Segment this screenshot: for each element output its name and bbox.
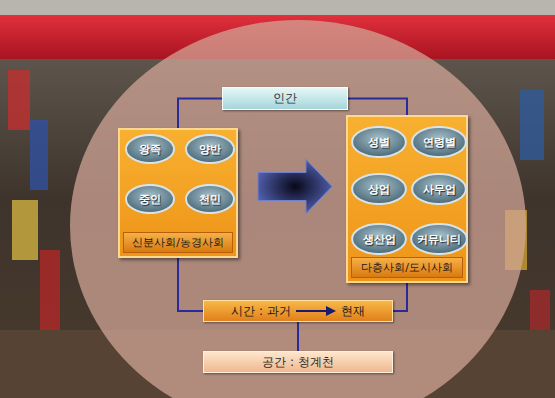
oval-label: 천민	[199, 192, 221, 207]
oval-label: 생산업	[363, 232, 396, 247]
oval-label: 사무업	[423, 182, 456, 197]
connector-line	[178, 258, 203, 311]
frame-ellipse	[70, 20, 526, 398]
oval-outline	[352, 174, 406, 204]
band-content: 시간 : 과거 현재	[231, 303, 365, 320]
band-content: 공간 : 청계천	[262, 354, 334, 371]
transition-arrow	[258, 160, 332, 214]
class-oval: 중인	[125, 184, 175, 214]
oval-outline	[411, 224, 467, 254]
panel-label-band: 신분사회/농경사회	[123, 232, 233, 253]
oval-outline	[352, 224, 406, 254]
group-oval: 성별	[351, 126, 407, 158]
oval-outline	[126, 185, 174, 213]
oval-outline	[186, 185, 234, 213]
oval-label: 커뮤니티	[417, 232, 461, 247]
society-panel: 다층사회/도시사회 성별 연령별상업 사무업생산업 커뮤니티	[346, 115, 468, 283]
photo-sky	[0, 0, 555, 15]
oval-label: 양반	[199, 142, 221, 157]
connector-line	[393, 283, 407, 311]
class-oval: 천민	[185, 184, 235, 214]
band-label: 공간 : 청계천	[262, 354, 334, 371]
space-band: 공간 : 청계천	[203, 351, 393, 373]
time-arrow	[296, 306, 336, 316]
time-arrow-head	[326, 306, 336, 316]
oval-label: 연령별	[423, 135, 456, 150]
oval-label: 상업	[368, 182, 390, 197]
group-oval: 상업	[351, 173, 407, 205]
oval-label: 중인	[139, 192, 161, 207]
connector-line	[178, 99, 222, 129]
panel-label: 다층사회/도시사회	[361, 260, 453, 275]
group-oval: 생산업	[351, 223, 407, 255]
oval-outline	[412, 174, 466, 204]
oval-outline	[412, 127, 466, 157]
group-oval: 연령별	[411, 126, 467, 158]
band-label: 인간	[273, 90, 297, 107]
time-band: 시간 : 과거 현재	[203, 300, 393, 322]
concept-band: 인간	[222, 87, 348, 110]
group-oval: 커뮤니티	[410, 223, 468, 255]
oval-outline	[352, 127, 406, 157]
time-arrow-shaft	[296, 310, 328, 312]
connector-line	[297, 322, 299, 351]
society-panel: 신분사회/농경사회 왕족 양반중인 천민	[118, 128, 238, 258]
band-label: 현재	[341, 303, 365, 320]
band-content: 인간	[273, 90, 297, 107]
class-oval: 양반	[185, 134, 235, 164]
oval-outline	[126, 135, 174, 163]
oval-label: 성별	[368, 135, 390, 150]
oval-label: 왕족	[139, 142, 161, 157]
connector-line	[348, 99, 407, 116]
band-label: 시간 : 과거	[231, 303, 291, 320]
oval-outline	[186, 135, 234, 163]
panel-label-band: 다층사회/도시사회	[351, 257, 463, 278]
panel-label: 신분사회/농경사회	[132, 235, 224, 250]
group-oval: 사무업	[411, 173, 467, 205]
class-oval: 왕족	[125, 134, 175, 164]
